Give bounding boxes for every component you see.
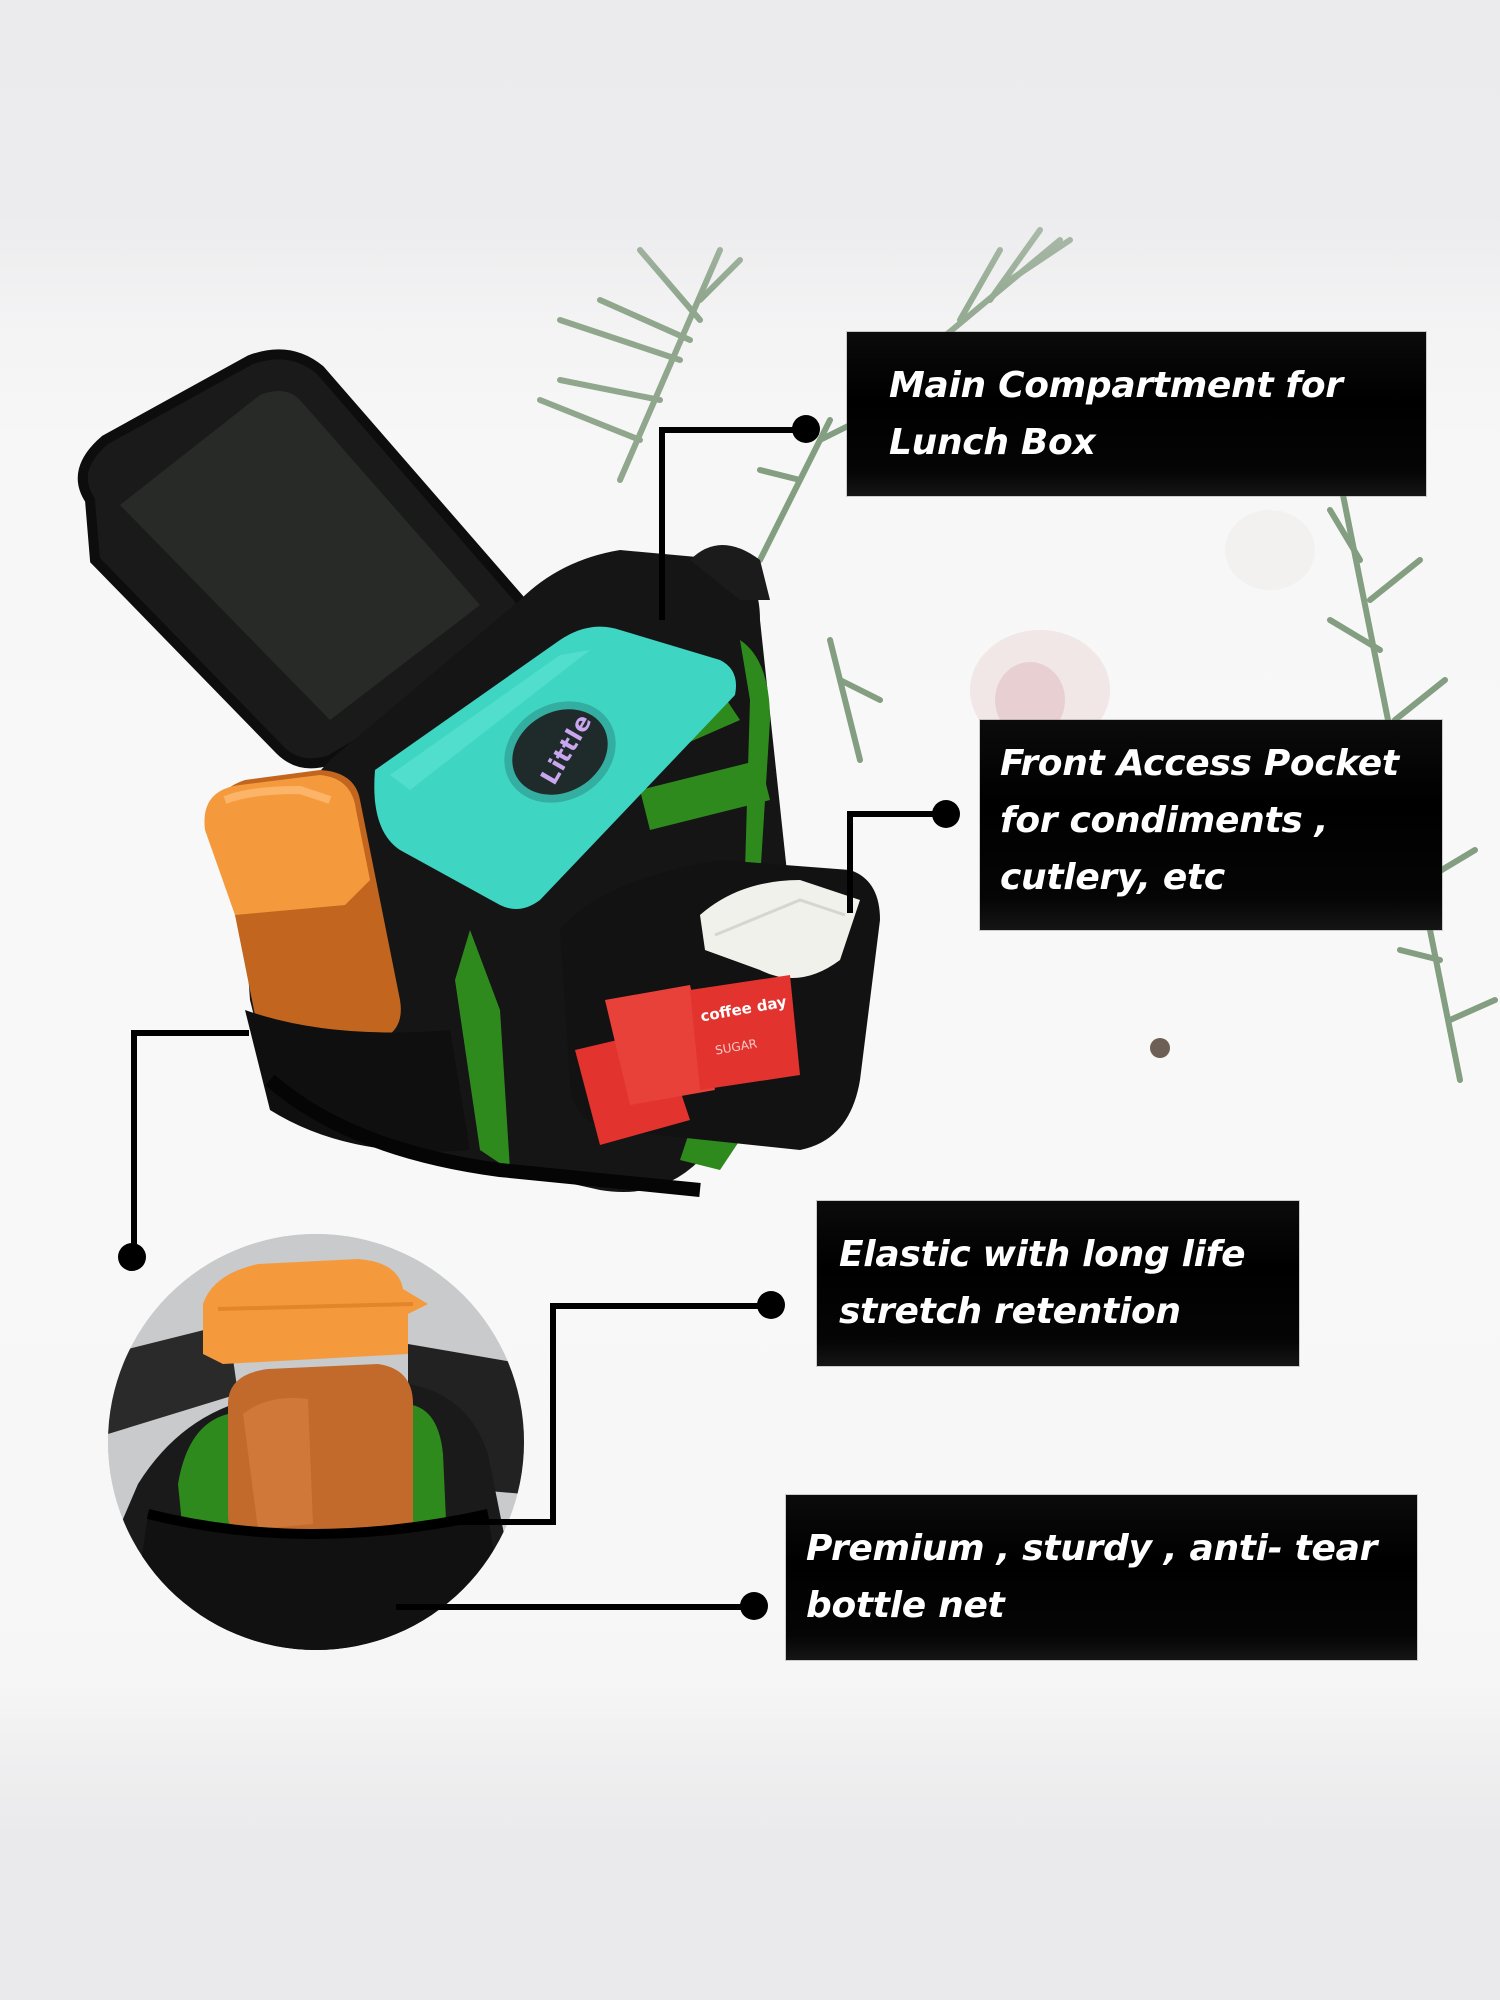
- connector-line-elastic-vertical: [550, 1303, 556, 1525]
- callout-front-pocket-text: Front Access Pocket for condiments , cut…: [1000, 743, 1399, 898]
- connector-line-elastic: [550, 1303, 772, 1309]
- connector-dot-inset: [118, 1243, 146, 1271]
- connector-dot-main-compartment: [792, 415, 820, 443]
- lunchbox-logo-text: Little: [535, 708, 598, 790]
- callout-main-compartment: Main Compartment for Lunch Box: [847, 332, 1426, 496]
- sachet-label-text: SUGAR: [714, 1036, 759, 1058]
- connector-line-front-pocket: [847, 811, 947, 817]
- connector-line-inset-vertical: [131, 1030, 137, 1256]
- connector-dot-front-pocket: [932, 800, 960, 828]
- callout-bottle-net-text: Premium , sturdy , anti- tear bottle net: [806, 1528, 1378, 1626]
- connector-line-inset: [131, 1030, 249, 1036]
- callout-bottle-net: Premium , sturdy , anti- tear bottle net: [786, 1495, 1417, 1660]
- sachet-brand-text: coffee day: [699, 992, 788, 1026]
- connector-line-main-compartment-vertical: [659, 427, 665, 620]
- callout-main-compartment-text: Main Compartment for Lunch Box: [889, 365, 1343, 463]
- connector-line-front-pocket-vertical: [847, 811, 853, 913]
- connector-dot-elastic: [757, 1291, 785, 1319]
- connector-line-main-compartment: [659, 427, 807, 433]
- bottle-closeup-inset: [108, 1234, 524, 1650]
- connector-dot-bottle-net: [740, 1592, 768, 1620]
- callout-elastic-text: Elastic with long life stretch retention: [839, 1234, 1246, 1332]
- connector-line-elastic-inset: [452, 1519, 556, 1525]
- connector-line-bottle-net: [396, 1604, 754, 1610]
- callout-elastic: Elastic with long life stretch retention: [817, 1201, 1299, 1366]
- bottle-closeup-image: [108, 1234, 524, 1650]
- callout-front-pocket: Front Access Pocket for condiments , cut…: [980, 720, 1442, 930]
